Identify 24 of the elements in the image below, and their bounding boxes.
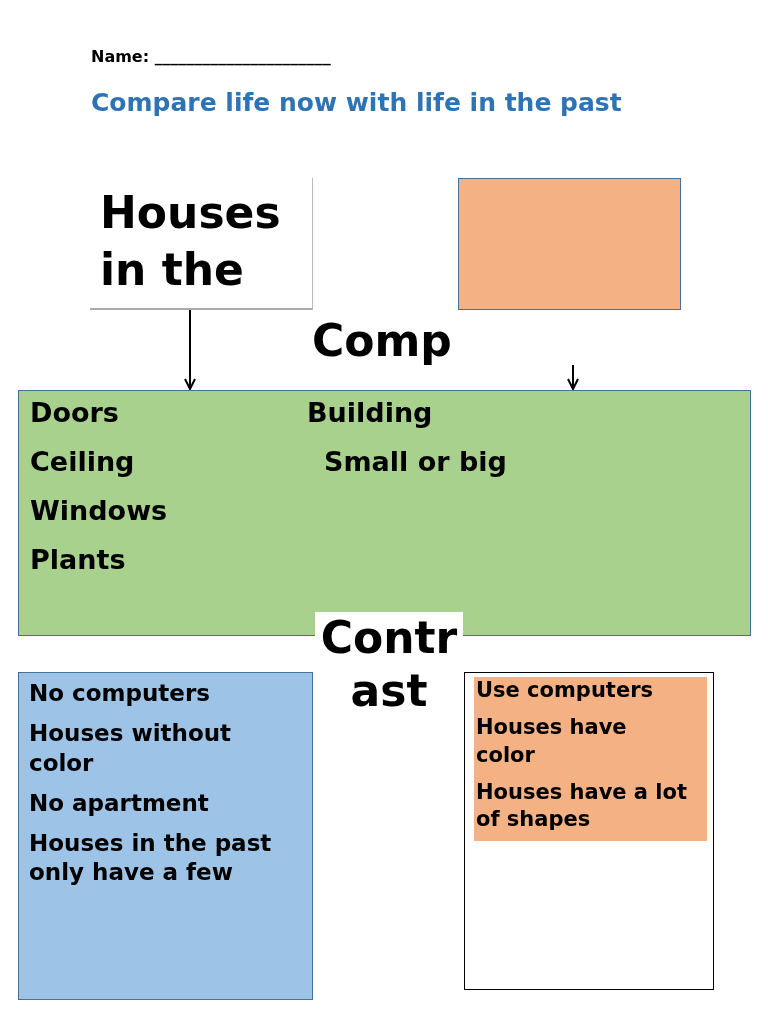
heading-text: Comp: [312, 315, 452, 366]
list-item-text: Plants: [30, 544, 126, 577]
empty-box: [464, 672, 714, 990]
name-field-label: Name: ______________________: [91, 47, 331, 66]
arrow: [567, 364, 579, 390]
list-item-text: Houses have a lot of shapes: [476, 778, 688, 834]
list-item-text: Doors: [30, 397, 119, 430]
list-item-text: Houses without color: [29, 718, 233, 778]
list-item-text: Building: [307, 397, 433, 430]
list-item-text: Windows: [30, 495, 168, 528]
heading-text: Contr ast: [319, 612, 459, 718]
list-item-text: Houses have color: [476, 714, 628, 769]
differences-box: [18, 672, 313, 1000]
list-item-text: Small or big: [324, 446, 507, 479]
heading-text: Houses in the: [100, 186, 282, 298]
arrow: [184, 309, 196, 390]
empty-box: [458, 178, 681, 310]
list-item-text: No computers: [29, 679, 211, 708]
list-item-text: Use computers: [476, 677, 654, 704]
list-item-text: No apartment: [29, 788, 210, 818]
list-item-text: Ceiling: [30, 446, 135, 479]
differences-box: [474, 677, 707, 841]
worksheet-title: Compare life now with life in the past: [91, 88, 622, 117]
list-item-text: Houses in the past only have a few: [29, 828, 273, 888]
